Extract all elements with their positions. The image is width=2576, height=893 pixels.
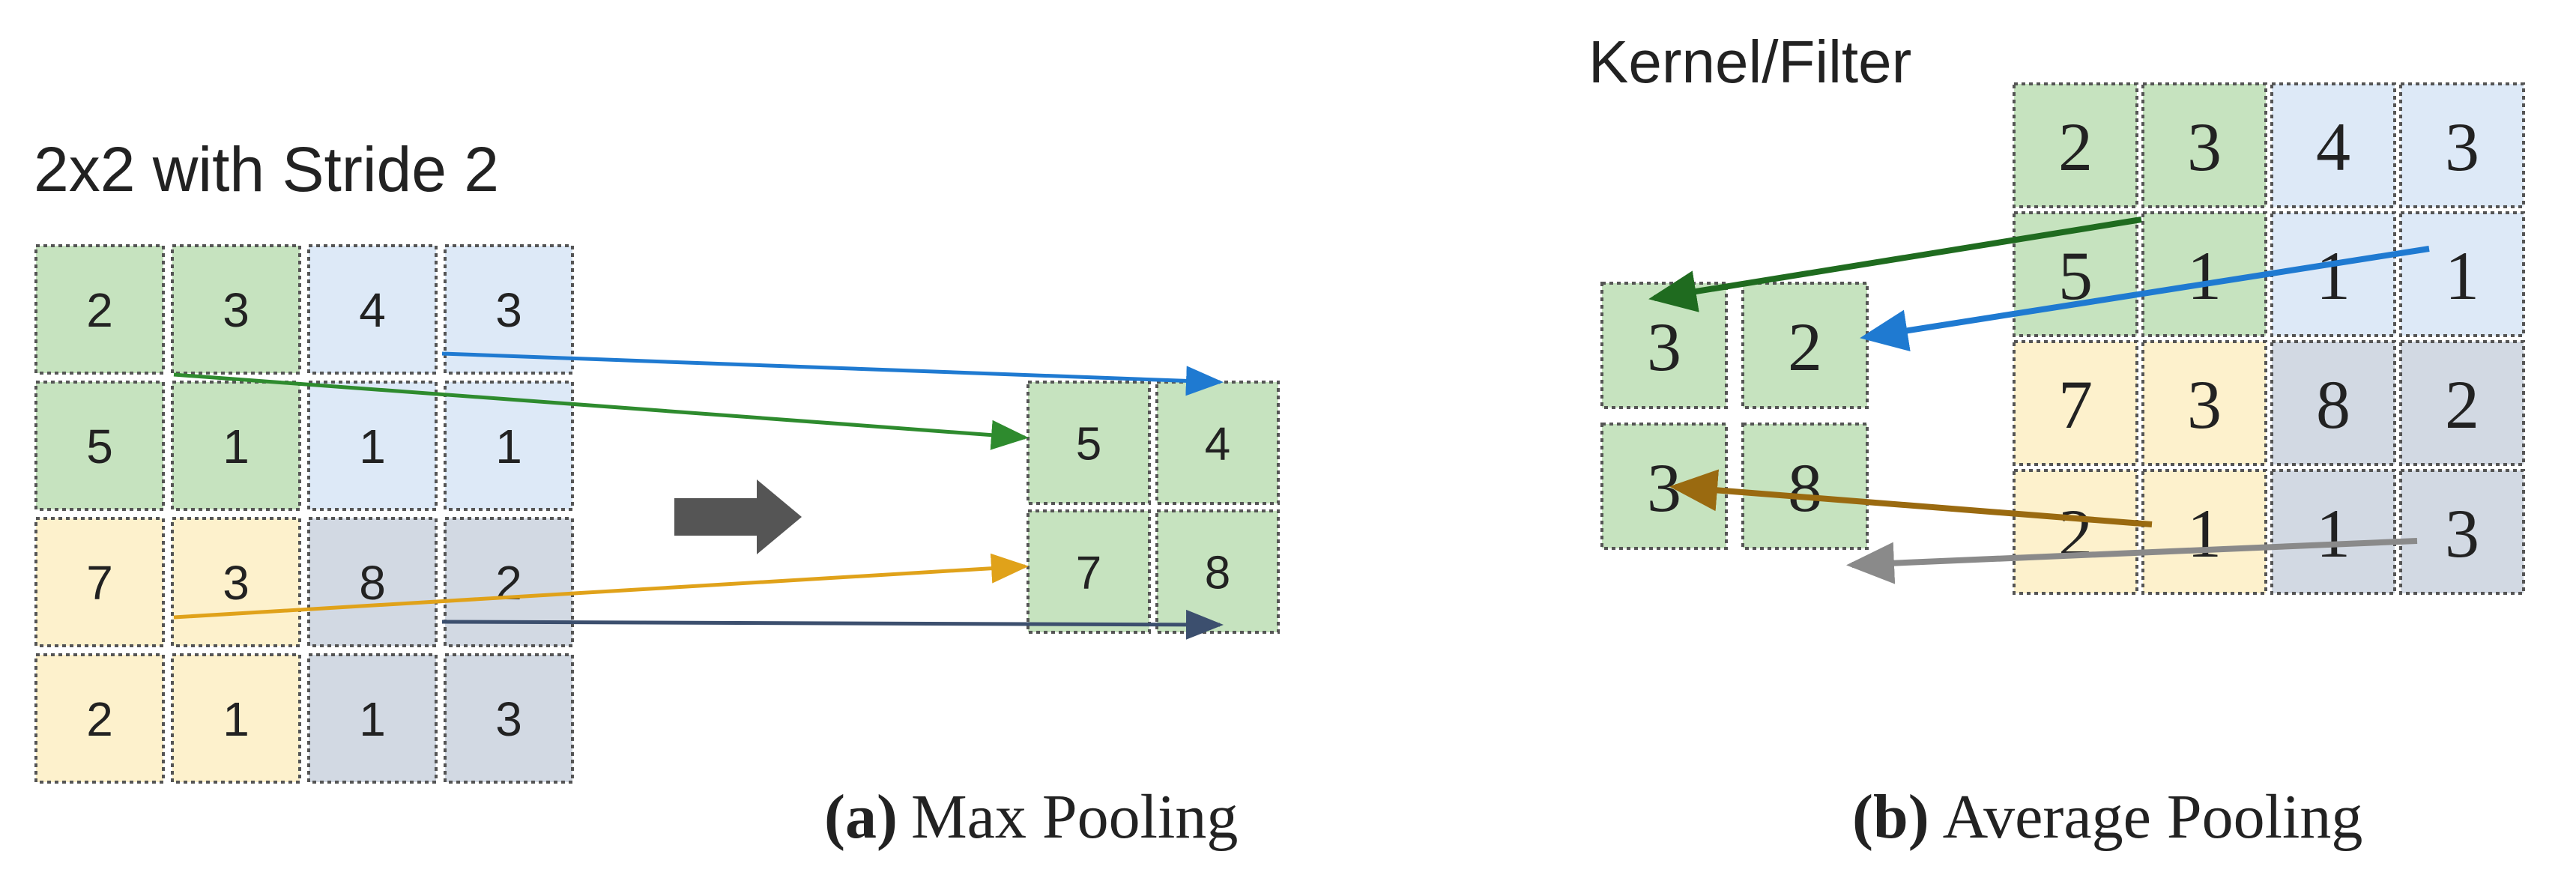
max-arrow-green bbox=[173, 372, 1029, 450]
avg-input-cell-value-r2c2: 8 bbox=[2316, 366, 2350, 443]
max-input-cell-r3c2 bbox=[307, 653, 438, 784]
avg-input-cell-value-r3c0: 2 bbox=[2058, 495, 2093, 572]
avg-output-cell-value-r0c0: 3 bbox=[1647, 309, 1681, 385]
avg-input-cell-r3c3 bbox=[2399, 469, 2525, 595]
max-input-cell-value-r0c0: 2 bbox=[86, 283, 113, 337]
avg-input-cell-r3c0 bbox=[2013, 469, 2138, 595]
max-input-cell-r2c3 bbox=[444, 517, 574, 647]
max-input-cell-value-r2c1: 3 bbox=[223, 556, 250, 610]
avg-input-cell-value-r3c2: 1 bbox=[2316, 495, 2350, 572]
max-input-cell-value-r3c2: 1 bbox=[359, 692, 386, 746]
avg-input-cell-value-r0c2: 4 bbox=[2316, 109, 2350, 185]
max-input-cell-r1c0 bbox=[34, 381, 165, 511]
transform-arrow-icon bbox=[674, 479, 802, 554]
avg-caption-letter: (b) bbox=[1852, 782, 1929, 852]
avg-arrow-gray bbox=[1846, 538, 2418, 584]
max-input-cell-value-r1c3: 1 bbox=[495, 420, 522, 473]
max-pooling-caption: (a)Max Pooling bbox=[824, 782, 1238, 852]
avg-input-cell-value-r3c3: 3 bbox=[2445, 495, 2479, 572]
avg-output-cell-value-r1c1: 8 bbox=[1788, 449, 1822, 526]
avg-input-cell-value-r1c2: 1 bbox=[2316, 237, 2350, 314]
avg-input-cell-r3c2 bbox=[2270, 469, 2396, 595]
avg-output-cell-r0c1 bbox=[1741, 282, 1869, 409]
avg-input-cell-r0c0 bbox=[2013, 82, 2138, 208]
max-input-cell-r0c3 bbox=[444, 244, 574, 375]
max-input-cell-value-r0c1: 3 bbox=[223, 283, 250, 337]
avg-input-cell-value-r2c0: 7 bbox=[2058, 366, 2093, 443]
max-arrow-navy bbox=[441, 609, 1224, 640]
max-input-cell-value-r1c2: 1 bbox=[359, 420, 386, 473]
max-input-cell-r0c2 bbox=[307, 244, 438, 375]
max-input-cell-r1c1 bbox=[171, 381, 301, 511]
max-input-cell-r0c0 bbox=[34, 244, 165, 375]
max-input-cell-r2c1 bbox=[171, 517, 301, 647]
max-input-cell-value-r0c2: 4 bbox=[359, 283, 386, 337]
max-output-cell-r0c0 bbox=[1027, 381, 1151, 505]
max-output-cell-value-r1c1: 8 bbox=[1205, 547, 1230, 599]
max-input-cell-value-r1c1: 1 bbox=[223, 420, 250, 473]
avg-arrow-blue bbox=[1860, 246, 2430, 351]
avg-input-cell-value-r0c3: 3 bbox=[2445, 109, 2479, 185]
avg-input-cell-r2c0 bbox=[2013, 340, 2138, 466]
avg-input-cell-value-r2c1: 3 bbox=[2187, 366, 2222, 443]
avg-input-cell-r2c3 bbox=[2399, 340, 2525, 466]
avg-input-cell-value-r0c0: 2 bbox=[2058, 109, 2093, 185]
max-input-cell-value-r2c3: 2 bbox=[495, 556, 522, 610]
avg-arrow-brown bbox=[1669, 469, 2153, 527]
avg-input-cell-r1c1 bbox=[2141, 211, 2267, 337]
max-input-cell-r2c2 bbox=[307, 517, 438, 647]
max-input-cell-value-r2c0: 7 bbox=[86, 556, 113, 610]
max-input-cell-r3c0 bbox=[34, 653, 165, 784]
max-input-cell-value-r3c1: 1 bbox=[223, 692, 250, 746]
max-input-cell-r0c1 bbox=[171, 244, 301, 375]
max-caption-text: Max Pooling bbox=[911, 782, 1238, 852]
max-arrow-blue bbox=[441, 351, 1224, 396]
max-output-cell-value-r0c0: 5 bbox=[1076, 418, 1101, 470]
avg-input-cell-value-r2c3: 2 bbox=[2445, 366, 2479, 443]
avg-input-cell-r0c3 bbox=[2399, 82, 2525, 208]
max-output-cell-value-r1c0: 7 bbox=[1076, 547, 1101, 599]
max-input-cell-value-r0c3: 3 bbox=[495, 283, 522, 337]
average-pooling-caption: (b)Average Pooling bbox=[1852, 782, 2362, 852]
max-output-cell-r1c0 bbox=[1027, 509, 1151, 634]
avg-input-cell-value-r3c1: 1 bbox=[2187, 495, 2222, 572]
max-input-cell-r1c2 bbox=[307, 381, 438, 511]
avg-output-cell-r1c1 bbox=[1741, 423, 1869, 550]
avg-input-cell-value-r1c1: 1 bbox=[2187, 237, 2222, 314]
avg-arrow-darkgreen bbox=[1648, 217, 2142, 312]
avg-input-cell-r1c3 bbox=[2399, 211, 2525, 337]
avg-input-cell-r1c0 bbox=[2013, 211, 2138, 337]
max-input-cell-value-r3c3: 3 bbox=[495, 692, 522, 746]
avg-caption-text: Average Pooling bbox=[1943, 782, 2363, 852]
max-pooling-subtitle: 2x2 with Stride 2 bbox=[34, 134, 499, 205]
max-input-cell-value-r1c0: 5 bbox=[86, 420, 113, 473]
max-input-cell-r3c1 bbox=[171, 653, 301, 784]
max-arrow-gold bbox=[173, 553, 1029, 620]
max-caption-letter: (a) bbox=[824, 782, 898, 852]
avg-input-cell-value-r1c3: 1 bbox=[2445, 237, 2479, 314]
max-input-cell-r2c0 bbox=[34, 517, 165, 647]
avg-input-cell-r0c1 bbox=[2141, 82, 2267, 208]
avg-input-cell-r2c1 bbox=[2141, 340, 2267, 466]
avg-input-cell-r0c2 bbox=[2270, 82, 2396, 208]
avg-input-cell-value-r0c1: 3 bbox=[2187, 109, 2222, 185]
max-input-cell-value-r3c0: 2 bbox=[86, 692, 113, 746]
max-input-cell-value-r2c2: 8 bbox=[359, 556, 386, 610]
max-pooling-output-grid: 5 4 7 8 bbox=[1027, 381, 1280, 634]
avg-output-cell-value-r0c1: 2 bbox=[1788, 309, 1822, 385]
max-input-cell-r3c3 bbox=[444, 653, 574, 784]
kernel-filter-label: Kernel/Filter bbox=[1588, 28, 1911, 95]
avg-input-cell-r3c1 bbox=[2141, 469, 2267, 595]
max-output-cell-value-r0c1: 4 bbox=[1205, 418, 1230, 470]
avg-input-cell-r2c2 bbox=[2270, 340, 2396, 466]
